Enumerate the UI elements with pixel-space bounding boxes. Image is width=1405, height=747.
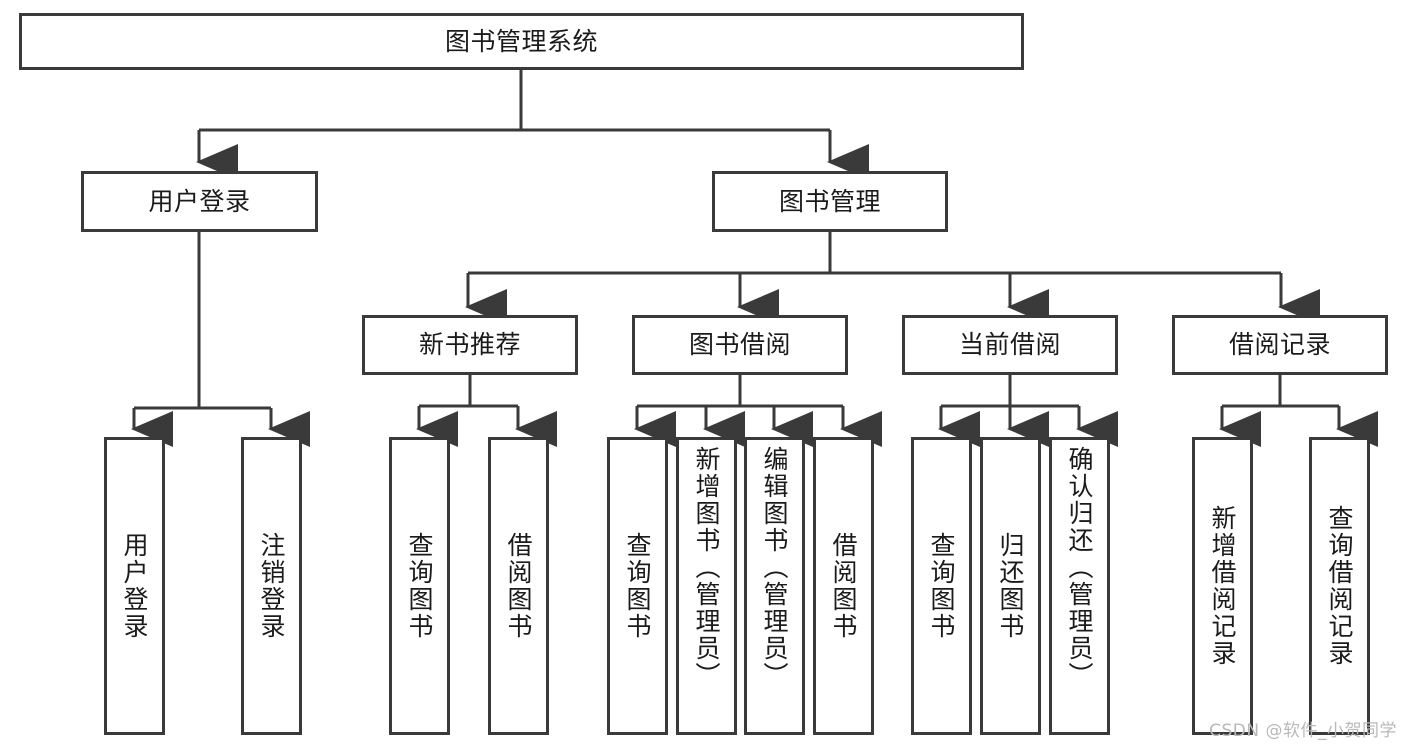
node-leaf-query-book-3[interactable]: 查询图书 bbox=[911, 437, 972, 735]
node-leaf-logout[interactable]: 注销登录 bbox=[241, 437, 302, 735]
node-label: 查询图书 bbox=[405, 532, 434, 640]
node-book-management[interactable]: 图书管理 bbox=[712, 171, 948, 232]
node-label: 图书借阅 bbox=[688, 330, 791, 359]
node-leaf-query-book-2[interactable]: 查询图书 bbox=[607, 437, 668, 735]
node-label: 归还图书 bbox=[996, 532, 1025, 640]
node-leaf-query-book-1[interactable]: 查询图书 bbox=[389, 437, 450, 735]
node-leaf-confirm-return[interactable]: 确认归还（管理员） bbox=[1049, 437, 1110, 735]
node-label: 注销登录 bbox=[257, 532, 286, 640]
node-new-book-recommend[interactable]: 新书推荐 bbox=[362, 315, 578, 375]
node-label: 编辑图书（管理员） bbox=[760, 446, 789, 689]
node-leaf-return-book[interactable]: 归还图书 bbox=[980, 437, 1041, 735]
node-leaf-borrow-book-1[interactable]: 借阅图书 bbox=[488, 437, 549, 735]
node-label: 借阅图书 bbox=[504, 532, 533, 640]
node-leaf-add-record[interactable]: 新增借阅记录 bbox=[1192, 437, 1253, 735]
node-label: 借阅记录 bbox=[1228, 330, 1331, 359]
node-label: 新增图书（管理员） bbox=[692, 446, 721, 689]
node-current-borrow[interactable]: 当前借阅 bbox=[902, 315, 1118, 375]
node-label: 用户登录 bbox=[120, 532, 149, 640]
node-label: 当前借阅 bbox=[958, 330, 1061, 359]
node-leaf-query-record[interactable]: 查询借阅记录 bbox=[1309, 437, 1370, 735]
csdn-watermark: CSDN @软件_小贺同学 bbox=[1209, 721, 1397, 741]
node-label: 图书管理 bbox=[778, 186, 881, 216]
node-user-login[interactable]: 用户登录 bbox=[81, 171, 318, 232]
node-label: 新增借阅记录 bbox=[1208, 505, 1237, 667]
node-leaf-edit-book[interactable]: 编辑图书（管理员） bbox=[744, 437, 805, 735]
node-leaf-borrow-book-2[interactable]: 借阅图书 bbox=[813, 437, 874, 735]
node-book-borrow[interactable]: 图书借阅 bbox=[632, 315, 848, 375]
node-root-system[interactable]: 图书管理系统 bbox=[19, 13, 1024, 70]
node-label: 查询图书 bbox=[927, 532, 956, 640]
node-leaf-add-book[interactable]: 新增图书（管理员） bbox=[676, 437, 737, 735]
node-label: 查询借阅记录 bbox=[1325, 505, 1354, 667]
node-label: 用户登录 bbox=[148, 186, 251, 216]
node-label: 图书管理系统 bbox=[444, 26, 598, 56]
node-leaf-user-login[interactable]: 用户登录 bbox=[104, 437, 165, 735]
node-label: 查询图书 bbox=[623, 532, 652, 640]
node-label: 新书推荐 bbox=[418, 330, 521, 359]
node-label: 借阅图书 bbox=[829, 532, 858, 640]
node-borrow-record[interactable]: 借阅记录 bbox=[1172, 315, 1388, 375]
node-label: 确认归还（管理员） bbox=[1065, 446, 1094, 689]
